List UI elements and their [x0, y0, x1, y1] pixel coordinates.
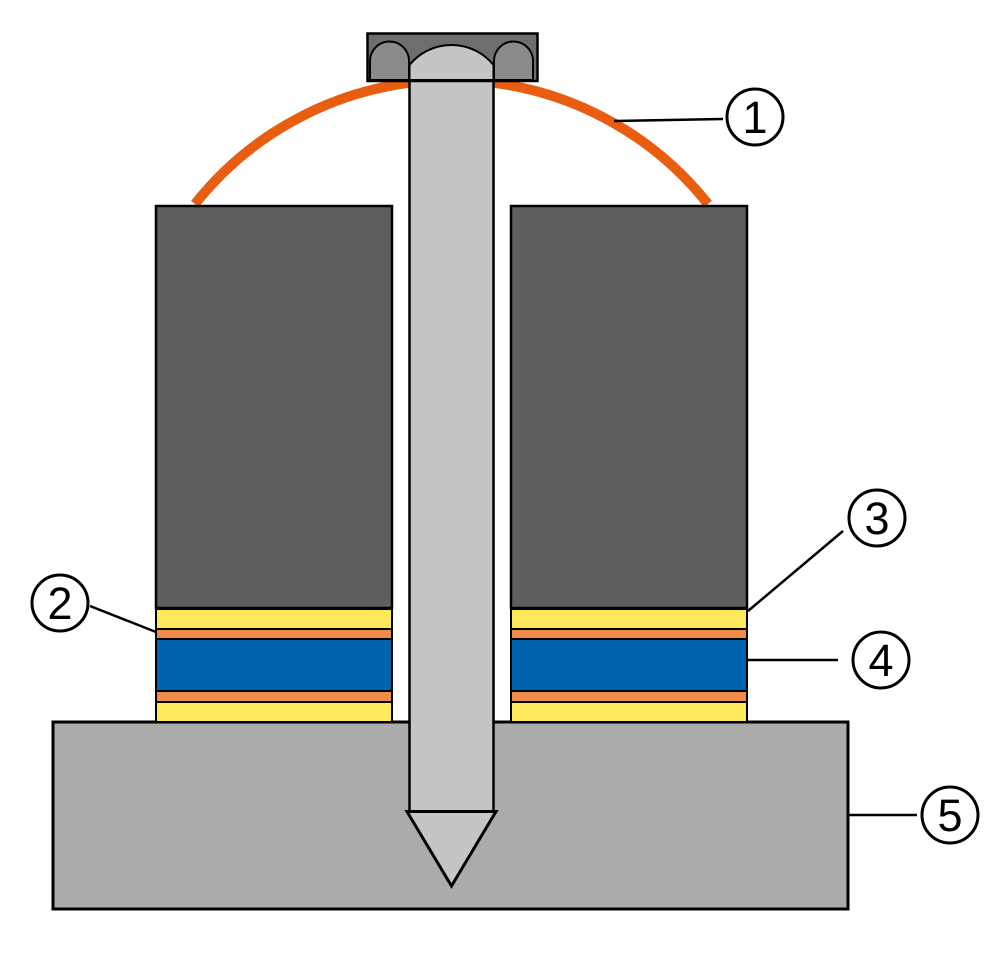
left-layer-stack — [155, 608, 393, 723]
callout-5-label: 5 — [937, 790, 962, 841]
callout-2-leader — [89, 604, 157, 634]
left-orange-layer-top — [155, 628, 393, 640]
callout-1: 1 — [725, 87, 785, 147]
right-yellow-layer-top — [510, 608, 748, 630]
bolt-head-left-facet — [369, 40, 410, 81]
callout-2-label: 2 — [47, 578, 72, 629]
left-yellow-layer-top — [155, 608, 393, 630]
callout-5-circle — [920, 785, 980, 845]
right-orange-layer-top — [510, 628, 748, 640]
callout-1-circle — [725, 87, 785, 147]
bolt-tip — [404, 810, 499, 889]
callout-4-label: 4 — [868, 635, 893, 686]
right-orange-layer-bottom — [510, 690, 748, 703]
callout-3-label: 3 — [864, 493, 889, 544]
callout-3: 3 — [847, 488, 907, 548]
callout-4-circle — [851, 630, 911, 690]
callout-4: 4 — [851, 630, 911, 690]
right-blue-core-layer — [510, 638, 748, 692]
bolt-head-center-facet — [408, 43, 495, 81]
left-orange-layer-bottom — [155, 690, 393, 703]
right-layer-stack — [510, 608, 748, 723]
right-clamp-block — [509, 204, 749, 610]
left-blue-core-layer — [155, 638, 393, 692]
callout-2: 2 — [30, 573, 90, 633]
callout-1-label: 1 — [742, 92, 767, 143]
bolt-shaft — [408, 77, 495, 814]
callout-2-circle — [30, 573, 90, 633]
callout-3-leader — [747, 530, 844, 612]
callout-5: 5 — [920, 785, 980, 845]
left-yellow-layer-bottom — [155, 701, 393, 723]
left-clamp-block — [154, 204, 394, 610]
callout-3-circle — [847, 488, 907, 548]
right-yellow-layer-bottom — [510, 701, 748, 723]
callout-1-leader — [613, 117, 724, 123]
bolt-head — [366, 32, 539, 83]
bolt-head-right-facet — [493, 40, 534, 81]
